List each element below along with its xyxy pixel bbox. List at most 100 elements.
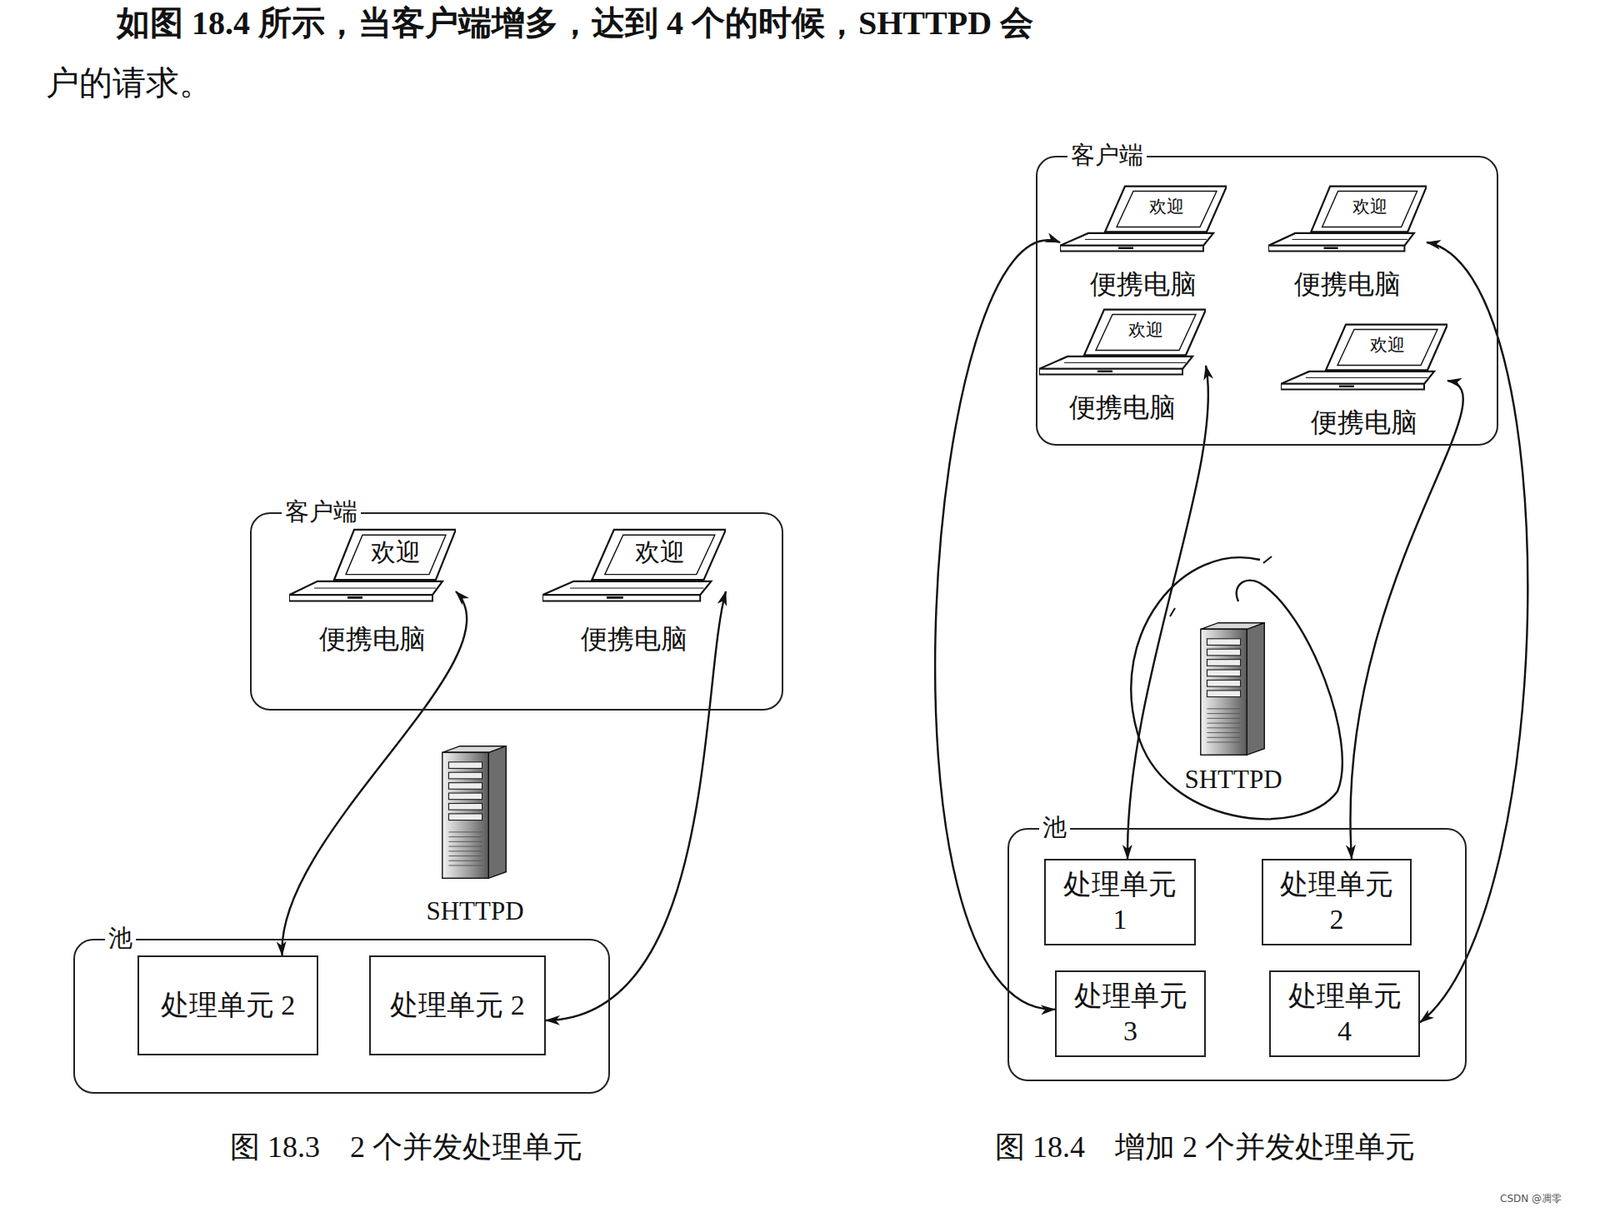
server-icon: SHTTPD [1175,620,1292,795]
process-box: 处理单元 2 [137,955,319,1056]
vent-line [1206,737,1240,739]
process-box: 处理单元 2 [369,955,546,1056]
laptop-icon: 欢迎便携电脑 [289,528,456,655]
laptop-drawing [542,528,726,612]
screen-text: 欢迎 [1352,198,1388,216]
screen-text: 欢迎 [635,540,685,565]
tower-side [1246,623,1265,756]
keyboard-base [1039,356,1193,370]
base-edge [1039,369,1183,375]
base-edge [289,595,433,601]
connector [1420,242,1528,1023]
drive-bay [1206,690,1240,698]
vent-line [448,860,482,862]
process-box: 处理单元 3 [1055,970,1206,1058]
screen-text: 欢迎 [370,540,421,565]
drive-bay [448,803,482,810]
server-drawing [439,744,511,881]
base-edge [1060,245,1204,252]
watermark: CSDN @凋零 [1500,1193,1562,1205]
laptop-drawing [1039,308,1206,385]
drive-bay [1206,670,1240,677]
vent-line [448,846,482,848]
base-edge [542,595,700,601]
vent-line [1206,713,1240,715]
screen-glass [1095,314,1196,350]
keyboard-base [1060,233,1214,246]
laptop-icon: 欢迎便携电脑 [542,528,726,655]
tower-top [1200,623,1265,630]
server-label: SHTTPD [425,897,524,926]
unit-label: 处理单元 2 [1275,867,1398,939]
screen-frame [334,530,456,580]
touchpad [1097,370,1113,373]
screen-text: 欢迎 [1149,198,1185,216]
laptop-icon: 欢迎便携电脑 [1280,323,1448,439]
laptop-icon: 欢迎便携电脑 [1039,308,1206,424]
drive-bay [1206,649,1240,656]
drive-bay [448,793,482,800]
figure-caption: 图 18.3 2 个并发处理单元 [230,1130,583,1166]
loop-tick [1170,556,1272,617]
vent-line [1206,708,1240,710]
process-box: 处理单元 4 [1269,970,1420,1058]
keyboard-base [289,581,443,595]
drive-bay [448,814,482,821]
device-label: 便携电脑 [1060,269,1227,300]
group-heading: 客户端 [1067,140,1147,170]
base-line [1064,362,1186,364]
laptop-icon: 欢迎便携电脑 [1060,185,1227,300]
screen-glass [345,535,446,575]
connector [1350,380,1463,860]
touchpad [1118,247,1134,250]
group-heading: 客户端 [281,497,361,527]
tower-top [442,746,506,754]
laptop-drawing [1280,323,1448,400]
group-heading: 池 [105,924,136,954]
drive-bay [1206,639,1240,646]
vent-line [1206,718,1240,720]
base-line [1085,239,1207,240]
device-label: 便携电脑 [542,624,726,655]
screen-frame [591,530,726,580]
device-label: 便携电脑 [1039,392,1206,424]
screen-frame [1105,186,1227,233]
touchpad [1339,385,1355,388]
screen-text: 欢迎 [1128,321,1164,340]
figure-caption: 图 18.4 增加 2 个并发处理单元 [995,1130,1415,1166]
unit-label: 处理单元 4 [1283,979,1405,1050]
screen-glass [1337,329,1438,365]
group-box: 池处理单元 1处理单元 2处理单元 3处理单元 4 [1007,828,1467,1082]
base-line [314,588,436,590]
vent-line [448,850,482,852]
device-label: 便携电脑 [1268,269,1427,300]
base-line [1292,239,1409,240]
unit-label: 处理单元 2 [390,988,525,1025]
base-edge [1268,245,1405,252]
keyboard-base [1268,233,1415,246]
screen-frame [1325,325,1448,371]
device-label: 便携电脑 [1280,407,1448,439]
vent-line [448,841,482,843]
loop-curve [1130,557,1343,820]
tower-front [442,752,489,879]
group-box: 客户端欢迎便携电脑欢迎便携电脑欢迎便携电脑欢迎便携电脑 [1035,155,1499,446]
screen-glass [1322,190,1418,227]
drive-bay [1206,680,1240,687]
screen-glass [605,535,715,575]
group-box: 池处理单元 2处理单元 2 [73,939,610,1095]
touchpad [606,596,624,600]
touchpad [1324,247,1339,250]
keyboard-base [542,581,711,595]
vent-line [1206,732,1240,734]
vent-line [448,865,482,867]
body-text: 户的请求。 [45,63,213,104]
drive-bay [1206,660,1240,667]
vent-line [1206,723,1240,725]
laptop-drawing [1268,185,1427,261]
server-drawing [1197,620,1270,758]
screen-frame [1084,310,1206,356]
keyboard-base [1280,371,1435,385]
unit-label: 处理单元 1 [1059,867,1181,939]
